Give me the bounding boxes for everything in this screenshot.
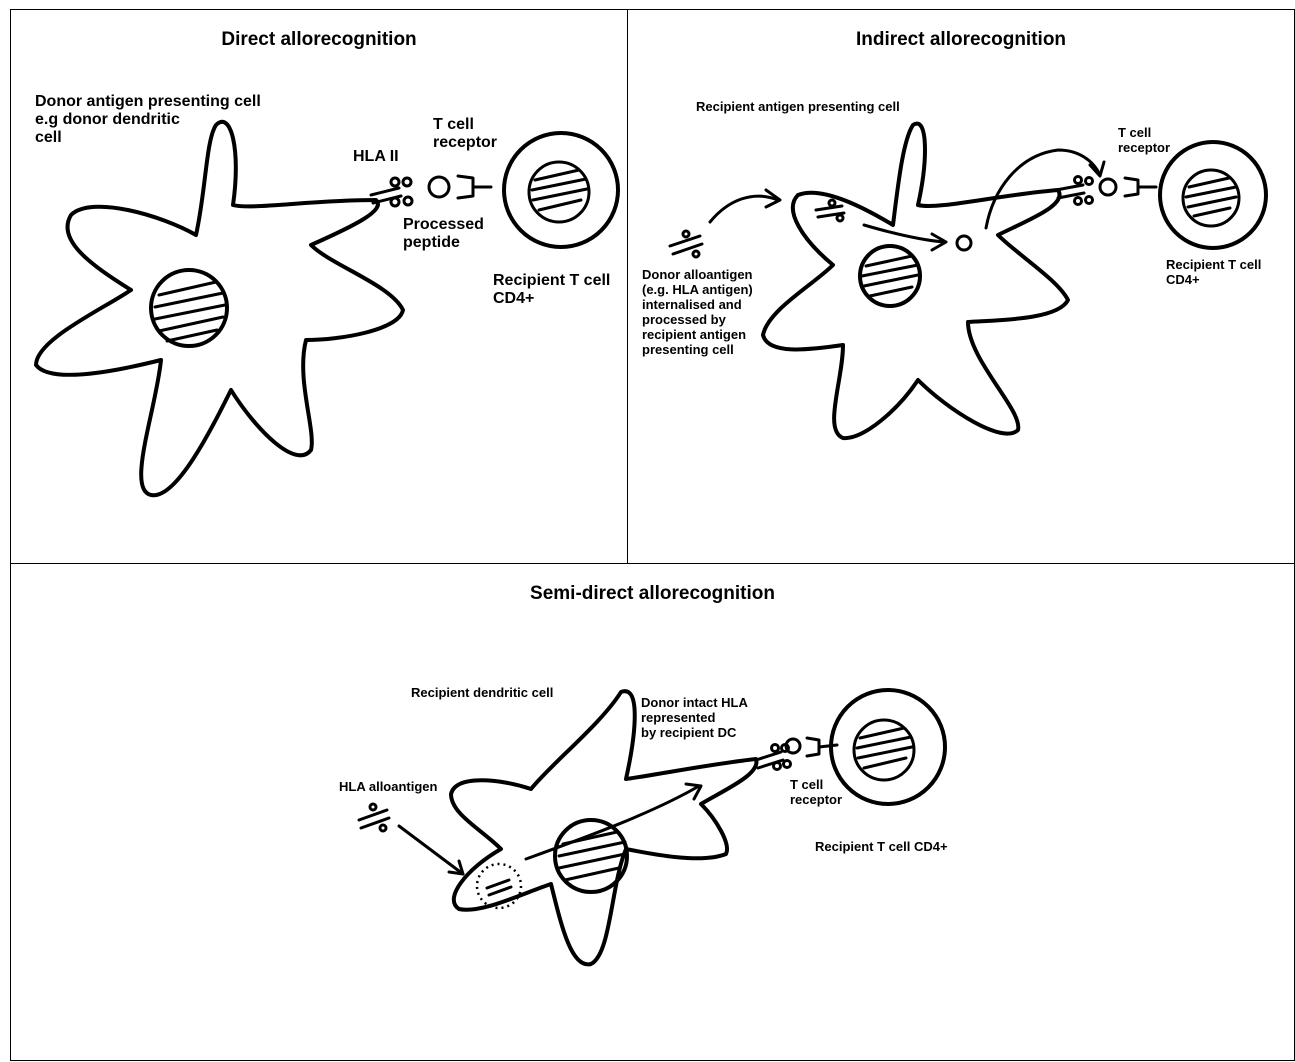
recipient-t-cell-label: Recipient T cell CD4+: [815, 839, 948, 854]
nucleus-hatch: [862, 256, 918, 296]
panel-direct-allorecognition: Direct allorecognition Donor antigen pre…: [10, 9, 628, 564]
recipient-apc: [763, 124, 1068, 439]
t-cell-nucleus-hatch: [857, 728, 912, 768]
hla-alloantigen: [359, 804, 389, 831]
recipient-t-cell: [831, 690, 945, 804]
t-cell-nucleus-hatch: [1186, 178, 1236, 216]
uptake-arrow: [399, 826, 463, 874]
tcr-label: T cell receptor: [433, 116, 497, 152]
presented-peptide: [1100, 179, 1116, 195]
hla-ii-molecule: [371, 178, 412, 206]
internalised-hla: [487, 880, 511, 895]
nucleus-hatch: [559, 832, 625, 880]
hla-alloantigen-label: HLA alloantigen: [339, 779, 437, 794]
t-cell-receptor: [458, 176, 491, 198]
donor-dendritic-cell: [36, 122, 403, 495]
donor-alloantigen-label: Donor alloantigen (e.g. HLA antigen) int…: [642, 267, 753, 357]
panel-indirect-allorecognition: Indirect allorecognition: [627, 9, 1295, 564]
donor-intact-hla-label: Donor intact HLA represented by recipien…: [641, 695, 748, 740]
recipient-dc-label: Recipient dendritic cell: [411, 685, 553, 700]
processed-peptide: [957, 236, 971, 250]
processed-peptide-label: Processed peptide: [403, 216, 484, 252]
tcr-label: T cell receptor: [790, 777, 842, 807]
internalised-antigen: [816, 200, 844, 221]
recipient-t-cell: [504, 133, 618, 247]
recipient-apc-label: Recipient antigen presenting cell: [696, 99, 900, 114]
recipient-t-cell: [1160, 142, 1266, 248]
recipient-t-cell-label: Recipient T cell CD4+: [1166, 257, 1261, 287]
hla-peptide-complex: [1056, 177, 1093, 205]
presentation-arrow: [986, 150, 1100, 228]
panel-semi-direct-allorecognition: Semi-direct allorecognition: [10, 563, 1295, 1061]
trafficking-arrow: [526, 786, 699, 859]
donor-apc-label: Donor antigen presenting cell e.g donor …: [35, 93, 261, 147]
tcr-label: T cell receptor: [1118, 125, 1170, 155]
semi-direct-diagram: [11, 564, 1295, 1062]
nucleus-hatch: [155, 282, 225, 341]
recipient-t-cell-label: Recipient T cell CD4+: [493, 272, 610, 308]
donor-alloantigen: [670, 231, 702, 257]
t-cell-receptor: [1125, 178, 1156, 196]
t-cell-nucleus-hatch: [532, 170, 587, 210]
processed-peptide: [429, 177, 449, 197]
hla-ii-label: HLA II: [353, 148, 399, 166]
uptake-arrow: [710, 196, 778, 222]
